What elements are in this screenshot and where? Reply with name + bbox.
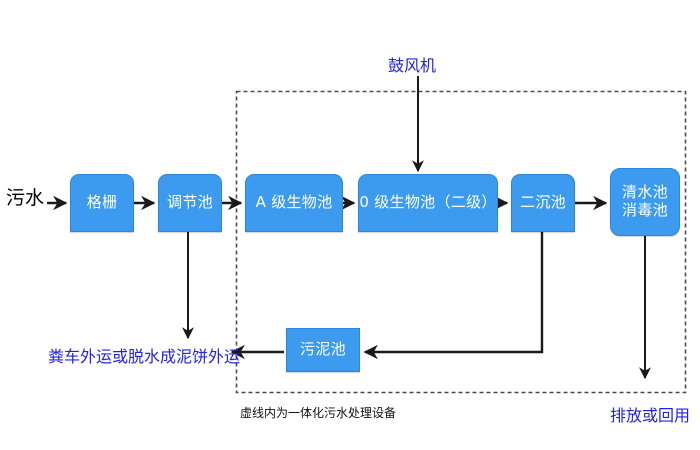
node-equalization-tank[interactable]: 调节池: [158, 174, 222, 232]
label-blower: 鼓风机: [388, 56, 437, 75]
node-clear-water-disinfection-tank[interactable]: 清水池 消毒池: [610, 168, 680, 236]
connector-clarifier-to-sludge-tank: [363, 232, 544, 360]
node-secondary-clarifier[interactable]: 二沉池: [511, 174, 575, 232]
label-sludge-hauling: 粪车外运或脱水成泥饼外运: [48, 347, 241, 366]
dashed-equipment-boundary: [235, 90, 687, 394]
node-sludge-tank[interactable]: 污泥池: [286, 328, 360, 372]
label-discharge-or-reuse: 排放或回用: [610, 406, 691, 425]
node-a-stage-bio-tank[interactable]: A 级生物池: [245, 174, 343, 232]
node-o-stage-bio-tank[interactable]: 0 级生物池（二级）: [358, 174, 498, 232]
label-equipment-note: 虚线内为一体化污水处理设备: [240, 406, 397, 420]
label-influent-sewage: 污水: [6, 187, 45, 209]
node-grating[interactable]: 格栅: [70, 174, 134, 232]
